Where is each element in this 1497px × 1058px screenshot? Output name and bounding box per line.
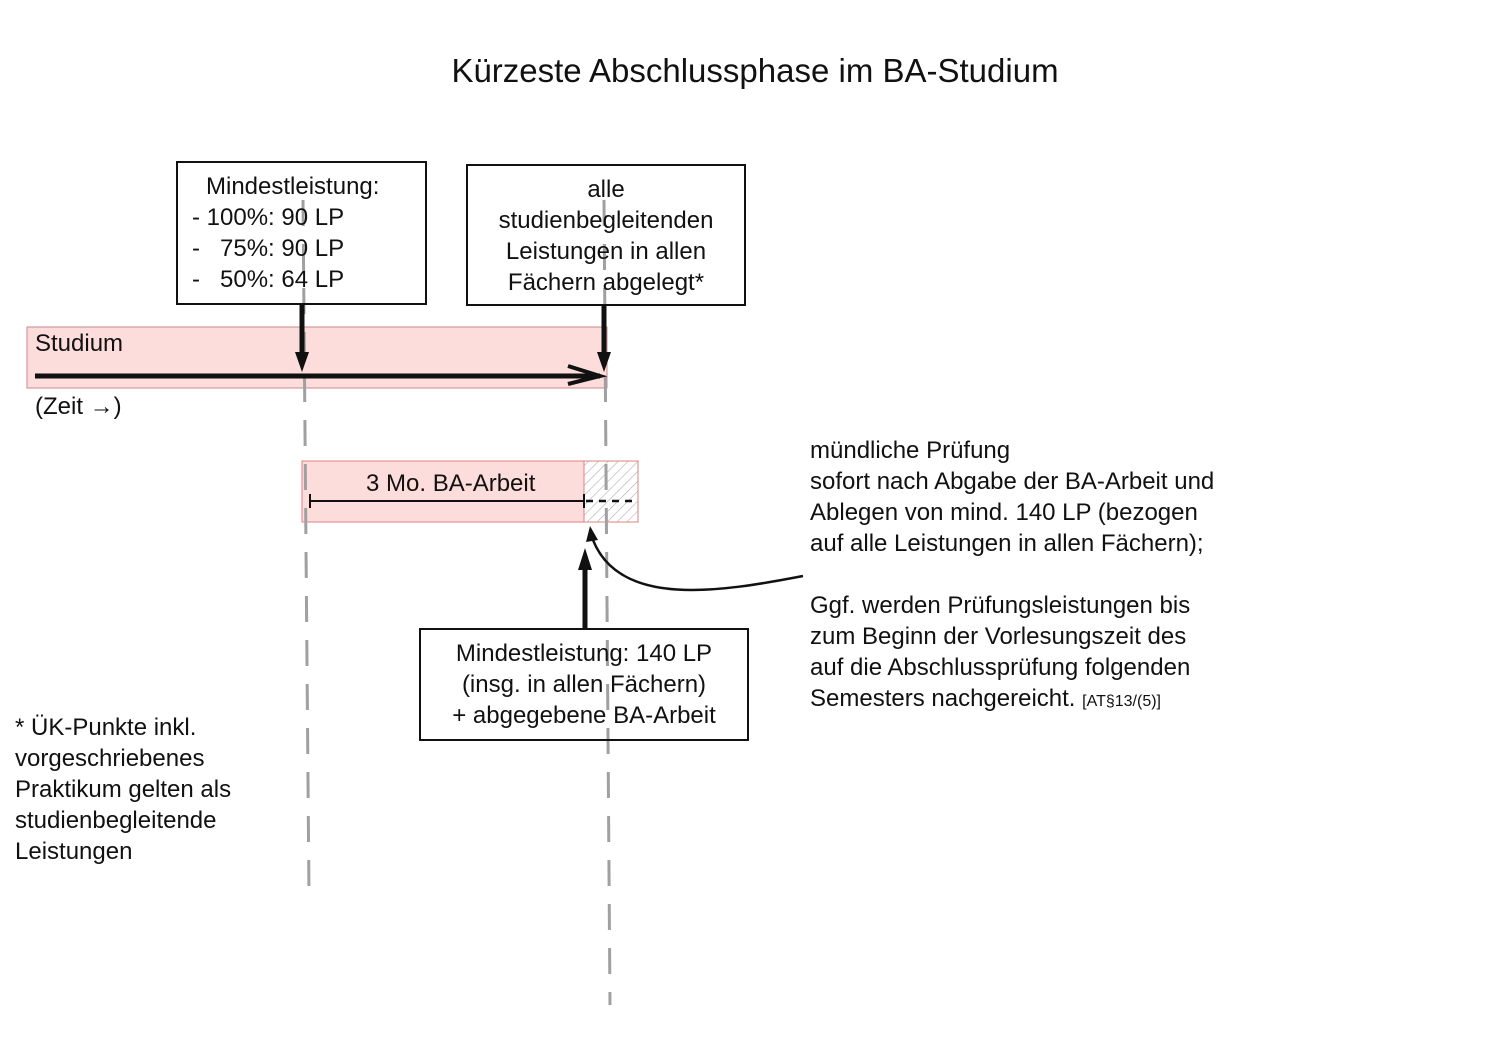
time-axis-label: (Zeit →) — [35, 393, 122, 420]
page-title: Kürzeste Abschlussphase im BA-Studium — [451, 52, 1059, 89]
text-last: Semesters nachgereicht. — [810, 685, 1076, 712]
studium-label: Studium — [35, 330, 124, 357]
box-line: - 100%: 90 LP — [192, 204, 345, 231]
box-line: Fächern abgelegt* — [507, 269, 705, 296]
footnote-line: Leistungen — [15, 838, 133, 865]
text-line-last: Semesters nachgereicht. [AT§13/(5)] — [810, 683, 1214, 717]
footnote-line: * ÜK-Punkte inkl. — [15, 714, 197, 741]
text-line: mündliche Prüfung — [810, 437, 1011, 464]
box-line: Leistungen in allen — [505, 238, 707, 265]
curved-arrow-head — [586, 526, 598, 542]
box-line: studienbegleitenden — [498, 207, 714, 234]
box-line: (insg. in allen Fächern) — [461, 671, 707, 698]
box-line: - 75%: 90 LP — [192, 235, 345, 262]
text-line: zum Beginn der Vorlesungszeit des — [810, 623, 1187, 650]
text-line-blank — [810, 559, 1214, 590]
footnote-line: vorgeschriebenes — [15, 745, 205, 772]
dashed-guide-left — [301, 199, 311, 896]
ba-arbeit-hatched-area — [583, 460, 639, 523]
box-mindestleistung-bottom: Mindestleistung: 140 LP (insg. in allen … — [419, 628, 749, 741]
curved-arrow-oral-exam — [591, 539, 804, 592]
legal-reference: [AT§13/(5)] — [1082, 693, 1161, 710]
box-line: Mindestleistung: — [206, 173, 380, 200]
timeline-arrowhead — [567, 364, 608, 386]
arrow-down-left-head — [295, 352, 309, 372]
box-line: Mindestleistung: 140 LP — [455, 640, 713, 667]
text-line: Ggf. werden Prüfungsleistungen bis — [810, 592, 1191, 619]
box-mindestleistung-top: Mindestleistung: - 100%: 90 LP - 75%: 90… — [176, 161, 427, 305]
footnote: * ÜK-Punkte inkl. vorgeschriebenes Prakt… — [15, 712, 231, 867]
box-line: + abgegebene BA-Arbeit — [452, 702, 716, 729]
text-line: auf alle Leistungen in allen Fächern); — [810, 530, 1204, 557]
box-line: alle — [587, 176, 625, 203]
ba-arbeit-label: 3 Mo. BA-Arbeit — [366, 470, 536, 497]
oral-exam-text: mündliche Prüfung sofort nach Abgabe der… — [810, 435, 1214, 717]
box-alle-leistungen: alle studienbegleitenden Leistungen in a… — [466, 164, 746, 306]
text-line: sofort nach Abgabe der BA-Arbeit und — [810, 468, 1215, 495]
footnote-line: studienbegleitende — [15, 807, 217, 834]
arrow-down-right-head — [597, 352, 611, 372]
text-line: auf die Abschlussprüfung folgenden — [810, 654, 1191, 681]
arrow-up-bottom-head — [578, 548, 592, 570]
text-line: Ablegen von mind. 140 LP (bezogen — [810, 499, 1198, 526]
ba-arbeit-bar — [301, 460, 585, 523]
box-line: - 50%: 64 LP — [192, 266, 345, 293]
footnote-line: Praktikum gelten als — [15, 776, 232, 803]
